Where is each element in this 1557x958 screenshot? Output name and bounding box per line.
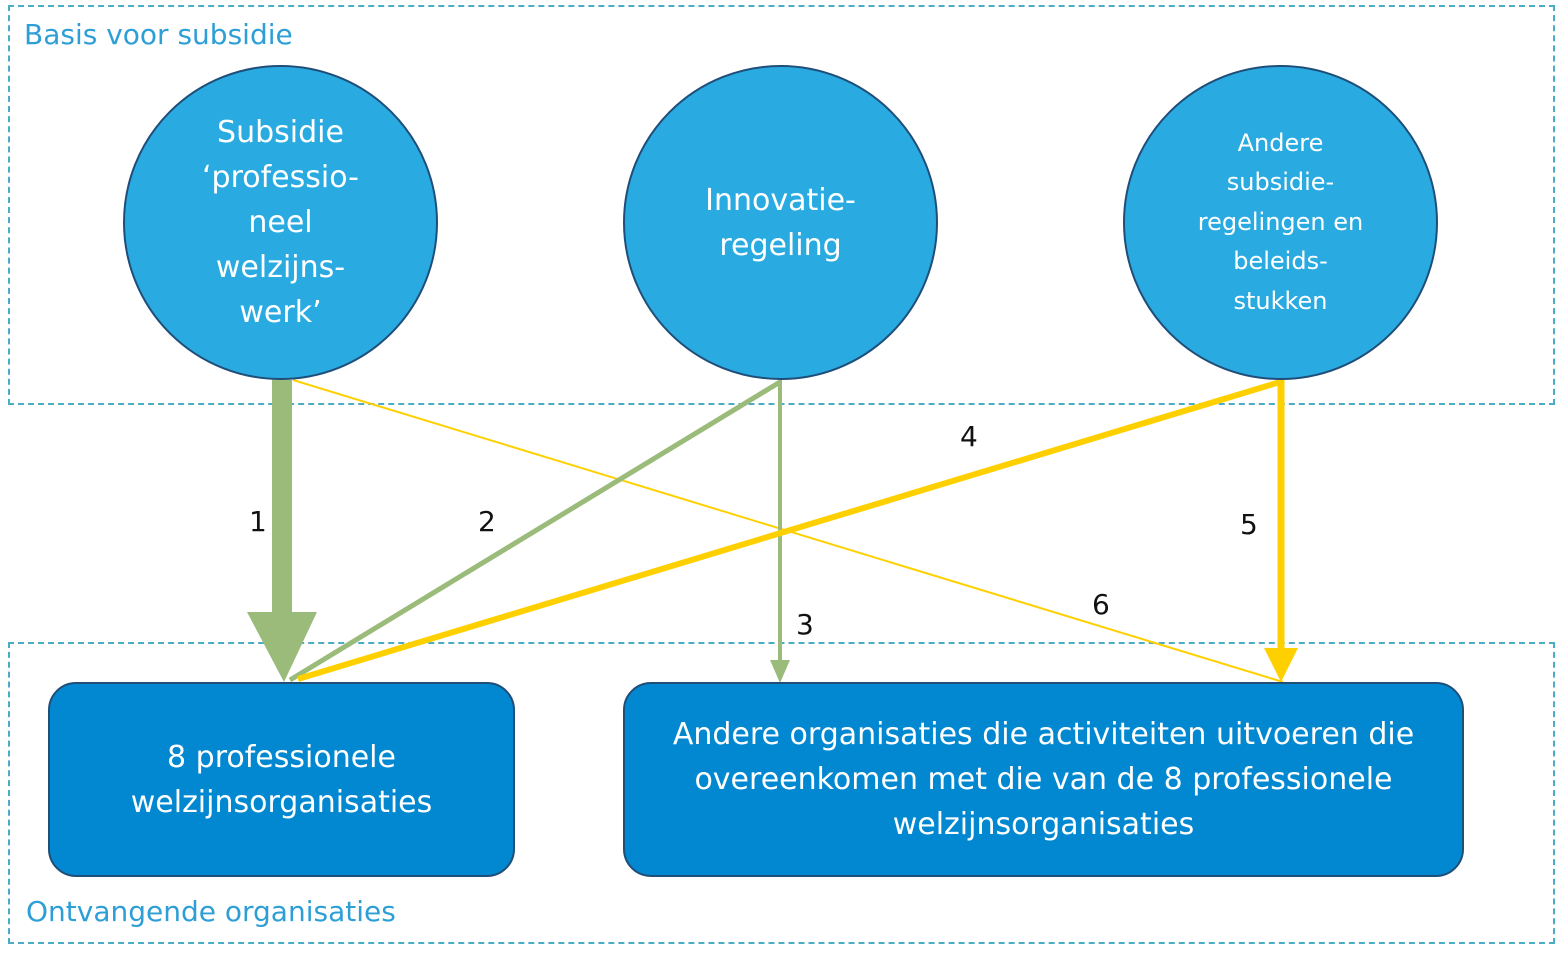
flow-number-6: 6 [1092,588,1110,621]
source-label-subsidie: Subsidie ‘professio- neel welzijns- werk… [202,115,359,330]
zone-label-basis: Basis voor subsidie [24,18,293,51]
source-label-innovatie: Innovatie- regeling [705,182,856,263]
source-circle-subsidie: Subsidie ‘professio- neel welzijns- werk… [123,65,438,380]
flow-number-5: 5 [1240,508,1258,541]
target-box-andere-organisaties: Andere organisaties die activiteiten uit… [623,682,1464,877]
flow-arrowhead-1 [247,612,317,682]
flow-arrowhead-3 [770,660,790,683]
flow-arrowhead-5 [1264,648,1298,682]
target-label-andere-organisaties: Andere organisaties die activiteiten uit… [672,717,1415,842]
source-label-andere: Andere subsidie- regelingen en beleids- … [1197,128,1364,315]
flow-line-4 [297,379,1281,682]
flow-number-1: 1 [249,505,267,538]
flow-number-3: 3 [796,608,814,641]
flow-line-2 [288,379,782,683]
source-circle-andere: Andere subsidie- regelingen en beleids- … [1123,65,1438,380]
source-circle-innovatie: Innovatie- regeling [623,65,938,380]
target-box-professionele: 8 professionele welzijnsorganisaties [48,682,515,877]
flow-number-4: 4 [960,420,978,453]
target-label-professionele: 8 professionele welzijnsorganisaties [130,739,433,820]
flow-number-2: 2 [478,505,496,538]
zone-label-ontvangende: Ontvangende organisaties [26,895,396,928]
